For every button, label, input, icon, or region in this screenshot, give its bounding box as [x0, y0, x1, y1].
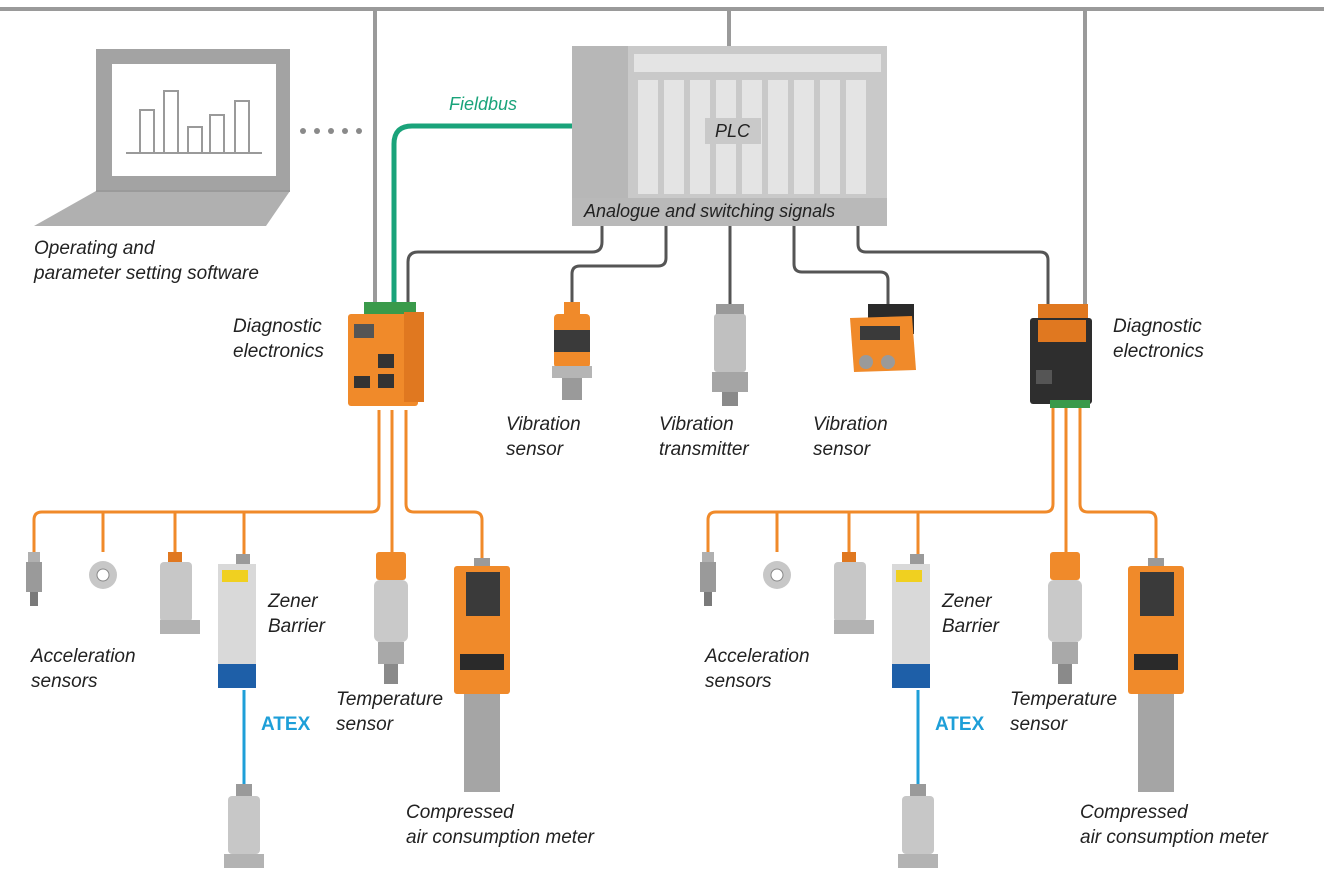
left-zener-barrier-icon [218, 554, 256, 688]
vib-sensor-1-label-line1: Vibration [506, 414, 581, 435]
vib-transmitter-label-line1: Vibration [659, 414, 734, 435]
right-air-meter-icon [1128, 558, 1184, 792]
software-label-line2: parameter setting software [34, 263, 259, 284]
right-air-label-line1: Compressed [1080, 802, 1188, 823]
vibration-sensor-2-icon [850, 304, 916, 372]
vib-sensor-2-label-line2: sensor [813, 439, 871, 460]
right-zener-barrier-icon [892, 554, 930, 688]
right-zener-label-line2: Barrier [942, 616, 1000, 637]
left-accel-sensor-1-icon [26, 552, 42, 606]
diagnostic-electronics-left [348, 302, 424, 406]
right-atex-label: ATEX [935, 714, 985, 735]
left-zener-label-line1: Zener [268, 591, 318, 612]
left-air-label-line1: Compressed [406, 802, 514, 823]
left-zener-label-line2: Barrier [268, 616, 326, 637]
right-accel-label-line2: sensors [705, 671, 772, 692]
right-zener-label-line1: Zener [942, 591, 992, 612]
right-atex-accel-sensor-icon [898, 784, 938, 868]
analogue-signals-label: Analogue and switching signals [584, 201, 836, 221]
fieldbus-label: Fieldbus [449, 94, 518, 114]
right-accel-sensor-1-icon [700, 552, 716, 606]
diag-right-label-line1: Diagnostic [1113, 316, 1202, 337]
right-accel-sensor-3-icon [834, 552, 874, 634]
left-temp-label-line1: Temperature [336, 689, 444, 710]
right-temp-label-line2: sensor [1010, 714, 1068, 735]
vibration-sensor-1-icon [552, 302, 592, 400]
vib-sensor-1-label-line2: sensor [506, 439, 564, 460]
vib-sensor-2-label-line1: Vibration [813, 414, 888, 435]
plc-unit [572, 46, 887, 226]
fieldbus-line [391, 123, 572, 310]
right-air-label-line2: air consumption meter [1080, 827, 1268, 848]
right-temp-label-line1: Temperature [1010, 689, 1118, 710]
laptop-icon [34, 49, 362, 226]
left-accel-label-line1: Acceleration [31, 646, 136, 667]
right-accel-label-line1: Acceleration [705, 646, 810, 667]
diag-left-label-line1: Diagnostic [233, 316, 322, 337]
plc-label: PLC [715, 121, 751, 141]
diagnostic-electronics-right [1030, 304, 1092, 408]
right-temperature-sensor-icon [1048, 552, 1082, 684]
left-accel-sensor-2-icon [89, 561, 117, 589]
left-accel-sensor-3-icon [160, 552, 200, 634]
software-label-line1: Operating and [34, 238, 155, 259]
diag-left-label-line2: electronics [233, 341, 324, 362]
top-bus [0, 7, 1324, 310]
left-accel-label-line2: sensors [31, 671, 98, 692]
right-sensor-bus [706, 405, 1158, 560]
left-air-meter-icon [454, 558, 510, 792]
left-temperature-sensor-icon [374, 552, 408, 684]
vibration-transmitter-icon [712, 304, 748, 406]
diag-right-label-line2: electronics [1113, 341, 1204, 362]
left-sensor-bus [32, 410, 484, 560]
left-air-label-line2: air consumption meter [406, 827, 594, 848]
right-accel-sensor-2-icon [763, 561, 791, 589]
left-atex-accel-sensor-icon [224, 784, 264, 868]
signal-lines [406, 226, 1050, 310]
left-temp-label-line2: sensor [336, 714, 394, 735]
vib-transmitter-label-line2: transmitter [659, 439, 749, 460]
left-atex-label: ATEX [261, 714, 311, 735]
